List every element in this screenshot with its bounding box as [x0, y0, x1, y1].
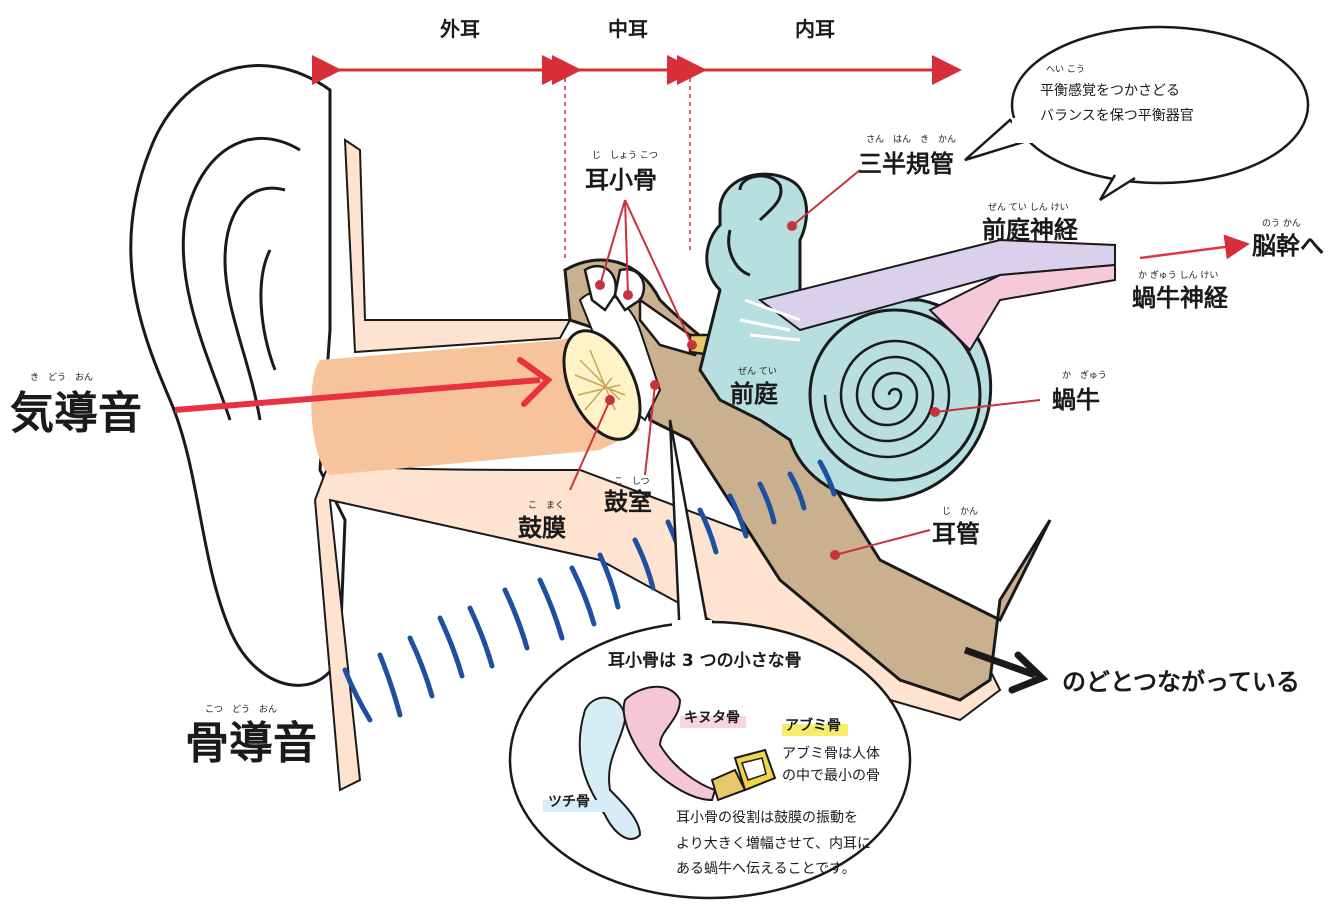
air-conduction-ruby: き どう おん: [30, 372, 93, 383]
brainstem-ruby: のう かん: [1262, 218, 1301, 229]
malleus-label: ツチ骨: [548, 793, 590, 810]
brainstem-label: 脳幹へ: [1252, 232, 1324, 260]
inset-title: 耳小骨は 3 つの小さな骨: [608, 651, 802, 671]
eustachian-ruby: じ かん: [942, 506, 978, 517]
vestibular-nerve-ruby: ぜん てい しん けい: [988, 202, 1069, 213]
ossicles-ruby: じ しょう こつ: [592, 150, 658, 161]
section-middle: 中耳: [608, 17, 648, 41]
bone-conduction-ruby: こつ どう おん: [205, 704, 277, 715]
section-outer: 外耳: [440, 17, 480, 41]
brainstem-arrow: [1140, 245, 1240, 258]
vestibule-ruby: ぜん てい: [738, 366, 777, 377]
cochlea-ruby: か ぎゅう: [1062, 369, 1107, 381]
section-dividers: [565, 62, 690, 260]
stapes-note1: アブミ骨は人体: [782, 745, 880, 762]
tympanic-cavity-ruby: こ しつ: [614, 476, 649, 487]
eardrum-ruby: こ まく: [528, 500, 564, 511]
eardrum-label: 鼓膜: [518, 514, 566, 542]
vestibule-label: 前庭: [730, 380, 778, 408]
role-line3: ある蝸牛へ伝えることです。: [676, 861, 856, 877]
stapes-label: アブミ骨: [785, 717, 841, 734]
cochlea-label: 蝸牛: [1052, 386, 1100, 414]
incus-label: キヌタ骨: [684, 709, 740, 726]
eustachian-label: 耳管: [932, 520, 980, 548]
bubble-ruby: へい こう: [1046, 64, 1085, 75]
air-conduction-label: 気導音: [10, 388, 142, 439]
balance-bubble: へい こう 平衡感覚をつかさどる バランスを保つ平衡器官: [965, 27, 1308, 200]
tympanic-cavity-label: 鼓室: [604, 488, 652, 516]
cochlear-nerve-label: 蝸牛神経: [1132, 284, 1229, 312]
cochlear-nerve-ruby: か ぎゅう しん けい: [1138, 269, 1218, 281]
role-line2: より大きく増幅させて、内耳に: [676, 836, 871, 852]
bubble-line2: バランスを保つ平衡器官: [1040, 108, 1194, 124]
ossicles-label: 耳小骨: [585, 166, 657, 194]
pinna: [131, 66, 345, 686]
semicircular-label: 三半規管: [858, 150, 954, 178]
stapes-note2: の中で最小の骨: [782, 768, 880, 784]
bone-conduction-label: 骨導音: [185, 718, 317, 769]
throat-label: のどとつながっている: [1062, 668, 1300, 696]
role-line1: 耳小骨の役割は鼓膜の振動を: [676, 809, 858, 826]
bubble-line1: 平衡感覚をつかさどる: [1040, 82, 1180, 99]
semicircular-ruby: さん はん き かん: [866, 134, 956, 145]
vestibular-nerve-label: 前庭神経: [982, 216, 1079, 244]
section-inner: 内耳: [795, 17, 835, 41]
